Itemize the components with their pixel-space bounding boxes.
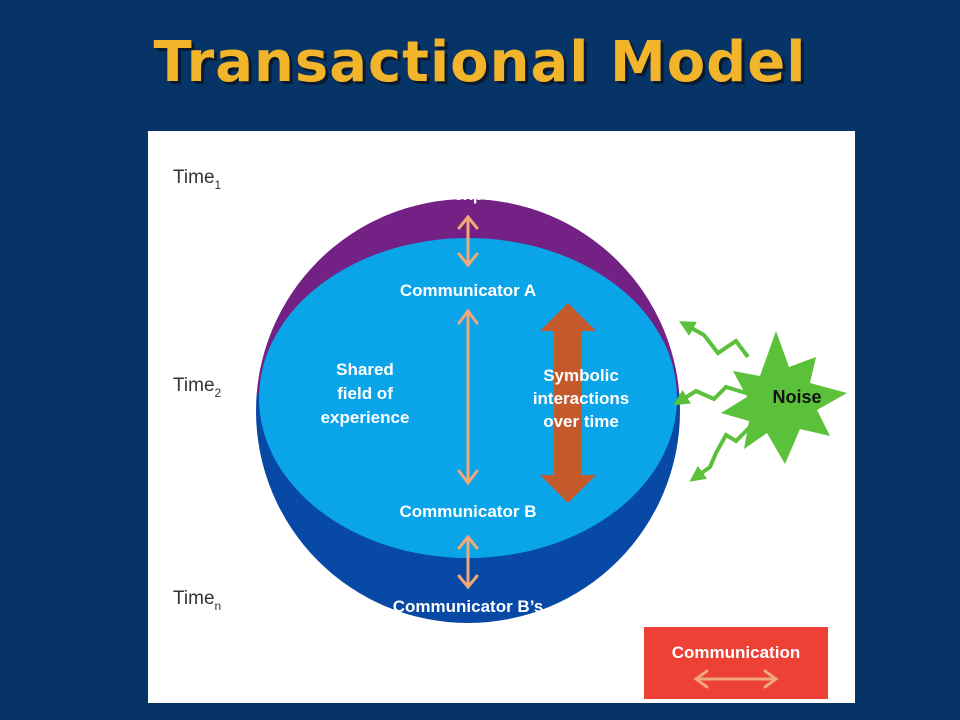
diagram-panel: Time1 Time2 Timen Communicator A’s field… [148, 131, 855, 703]
symbolic-double-arrow [540, 303, 596, 503]
communicator-b-label: Communicator B [400, 502, 537, 521]
symbolic-label-line3: over time [543, 412, 619, 431]
top-double-arrow [457, 214, 479, 268]
symbolic-label-line1: Symbolic [543, 366, 619, 385]
noise-starburst [721, 331, 847, 464]
noise-label: Noise [772, 387, 821, 407]
shared-label-line1: Shared [336, 360, 394, 379]
transactional-model-diagram: Time1 Time2 Timen Communicator A’s field… [173, 159, 847, 699]
center-double-arrow [457, 308, 479, 486]
slide-title: Transactional Model [153, 30, 807, 95]
time-label-2: Time2 [173, 375, 222, 400]
symbolic-label-line2: interactions [533, 389, 629, 408]
legend-label: Communication [672, 643, 800, 662]
shared-label-line3: experience [321, 408, 410, 427]
legend-box [644, 627, 828, 699]
legend-double-arrow [693, 669, 779, 689]
field-a-label-line1: Communicator A’s [394, 159, 543, 178]
field-a-label-line2: field of experience [393, 185, 542, 204]
shared-label-line2: field of [337, 384, 393, 403]
bottom-double-arrow [457, 534, 479, 590]
communicator-a-label: Communicator A [400, 281, 536, 300]
noise-arrow-top [679, 321, 750, 359]
noise-arrow-bottom [689, 425, 752, 482]
noise-arrow-middle [673, 384, 747, 406]
noise-arrows [673, 321, 752, 482]
field-b-label-line2: field of experience [393, 623, 542, 642]
field-b-label-line1: Communicator B’s [393, 597, 544, 616]
time-label-1: Time1 [173, 167, 222, 192]
time-label-n: Timen [173, 588, 221, 613]
